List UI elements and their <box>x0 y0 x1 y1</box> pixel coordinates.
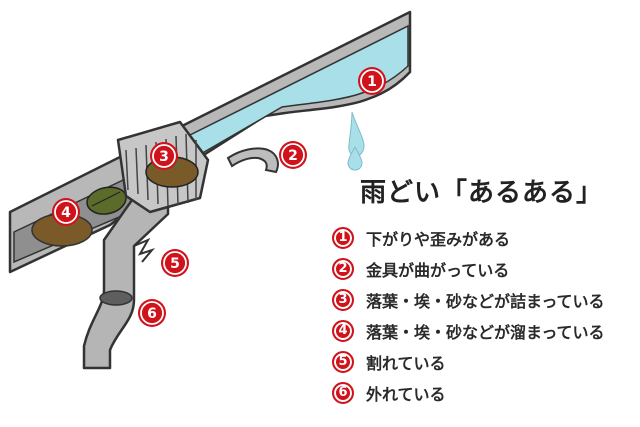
list-item: 6 外れている <box>332 377 605 408</box>
number-badge: 1 <box>332 226 354 249</box>
callout-5: 5 <box>161 249 189 277</box>
water-drop-icon <box>347 145 363 171</box>
number-badge: 5 <box>332 350 354 373</box>
list-item: 2 金具が曲がっている <box>332 253 605 284</box>
bent-bracket <box>226 147 279 174</box>
detached-joint <box>99 290 133 306</box>
callout-1: 1 <box>358 67 386 95</box>
svg-text:1: 1 <box>367 74 377 90</box>
list-item-text: 下がりや歪みがある <box>366 229 511 249</box>
list-item-text: 外れている <box>366 384 446 404</box>
number-badge: 4 <box>332 319 354 342</box>
leaf-vein <box>91 191 121 207</box>
svg-text:4: 4 <box>61 205 71 221</box>
list-item: 5 割れている <box>332 346 605 377</box>
list-item: 1 下がりや歪みがある <box>332 222 605 253</box>
list-item-text: 落葉・埃・砂などが溜まっている <box>366 322 605 342</box>
list-item-text: 落葉・埃・砂などが詰まっている <box>366 291 605 311</box>
svg-text:6: 6 <box>147 306 157 322</box>
list-item: 3 落葉・埃・砂などが詰まっている <box>332 284 605 315</box>
number-badge: 6 <box>332 381 354 404</box>
number-badge: 3 <box>332 288 354 311</box>
list-item-text: 割れている <box>366 353 446 373</box>
list-item-text: 金具が曲がっている <box>366 260 510 280</box>
callout-2: 2 <box>279 141 307 169</box>
gutter-water <box>179 24 409 168</box>
number-badge: 2 <box>332 257 354 280</box>
legend-list: 1 下がりや歪みがある 2 金具が曲がっている 3 落葉・埃・砂などが詰まってい… <box>332 222 605 408</box>
crack-icon <box>133 237 156 263</box>
callout-4: 4 <box>52 198 80 226</box>
callout-6: 6 <box>138 299 166 327</box>
svg-text:3: 3 <box>159 149 169 165</box>
callout-3: 3 <box>150 142 178 170</box>
svg-text:5: 5 <box>170 256 180 272</box>
svg-text:2: 2 <box>288 148 298 164</box>
list-item: 4 落葉・埃・砂などが溜まっている <box>332 315 605 346</box>
page-title: 雨どい「あるある」 <box>360 178 604 208</box>
